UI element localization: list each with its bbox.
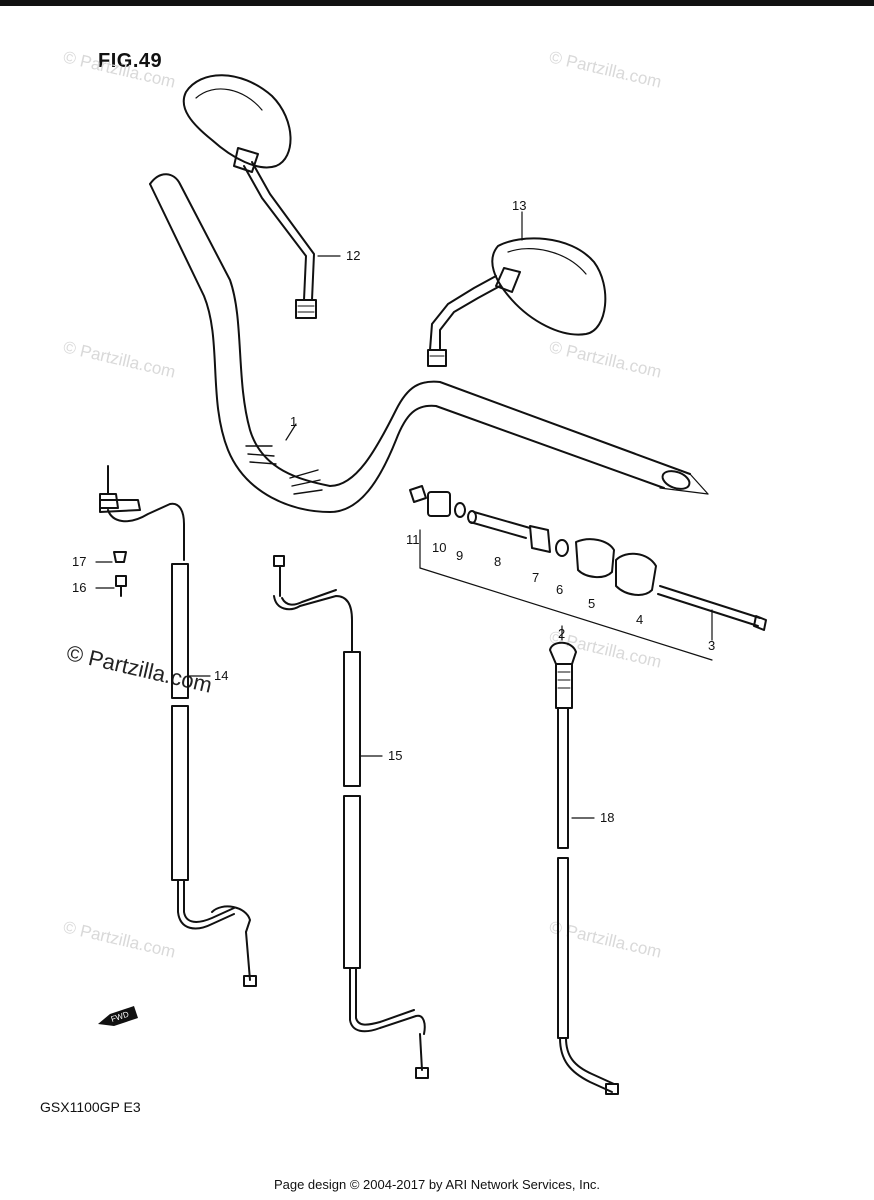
cable-15-part[interactable]	[273, 555, 429, 1079]
bar-end-assembly[interactable]	[409, 485, 767, 661]
callout-12: 12	[346, 248, 360, 263]
callout-16: 16	[72, 580, 86, 595]
callout-15: 15	[388, 748, 402, 763]
callout-8: 8	[494, 554, 501, 569]
callout-9: 9	[456, 548, 463, 563]
left-mirror-part[interactable]	[182, 74, 317, 319]
callout-2: 2	[558, 626, 565, 641]
callout-6: 6	[556, 582, 563, 597]
callout-5: 5	[588, 596, 595, 611]
callout-3: 3	[708, 638, 715, 653]
cable-14-part[interactable]	[99, 465, 257, 987]
callout-1: 1	[290, 414, 297, 429]
handlebar-part[interactable]	[149, 173, 709, 513]
callout-14: 14	[214, 668, 228, 683]
callout-7: 7	[532, 570, 539, 585]
footer-copyright: Page design © 2004-2017 by ARI Network S…	[273, 1177, 601, 1192]
cable-18-part[interactable]	[549, 641, 619, 1095]
callout-11: 11	[406, 532, 420, 547]
top-border	[0, 0, 874, 6]
right-mirror-part[interactable]	[427, 237, 607, 367]
callout-4: 4	[636, 612, 643, 627]
callout-17: 17	[72, 554, 86, 569]
callout-18: 18	[600, 810, 614, 825]
callout-10: 10	[432, 540, 446, 555]
model-code: GSX1100GP E3	[40, 1099, 141, 1115]
figure-title: FIG.49	[98, 50, 163, 72]
callout-13: 13	[512, 198, 526, 213]
fwd-arrow-icon: FWD	[98, 1006, 138, 1026]
screw-16-17[interactable]	[113, 551, 127, 597]
